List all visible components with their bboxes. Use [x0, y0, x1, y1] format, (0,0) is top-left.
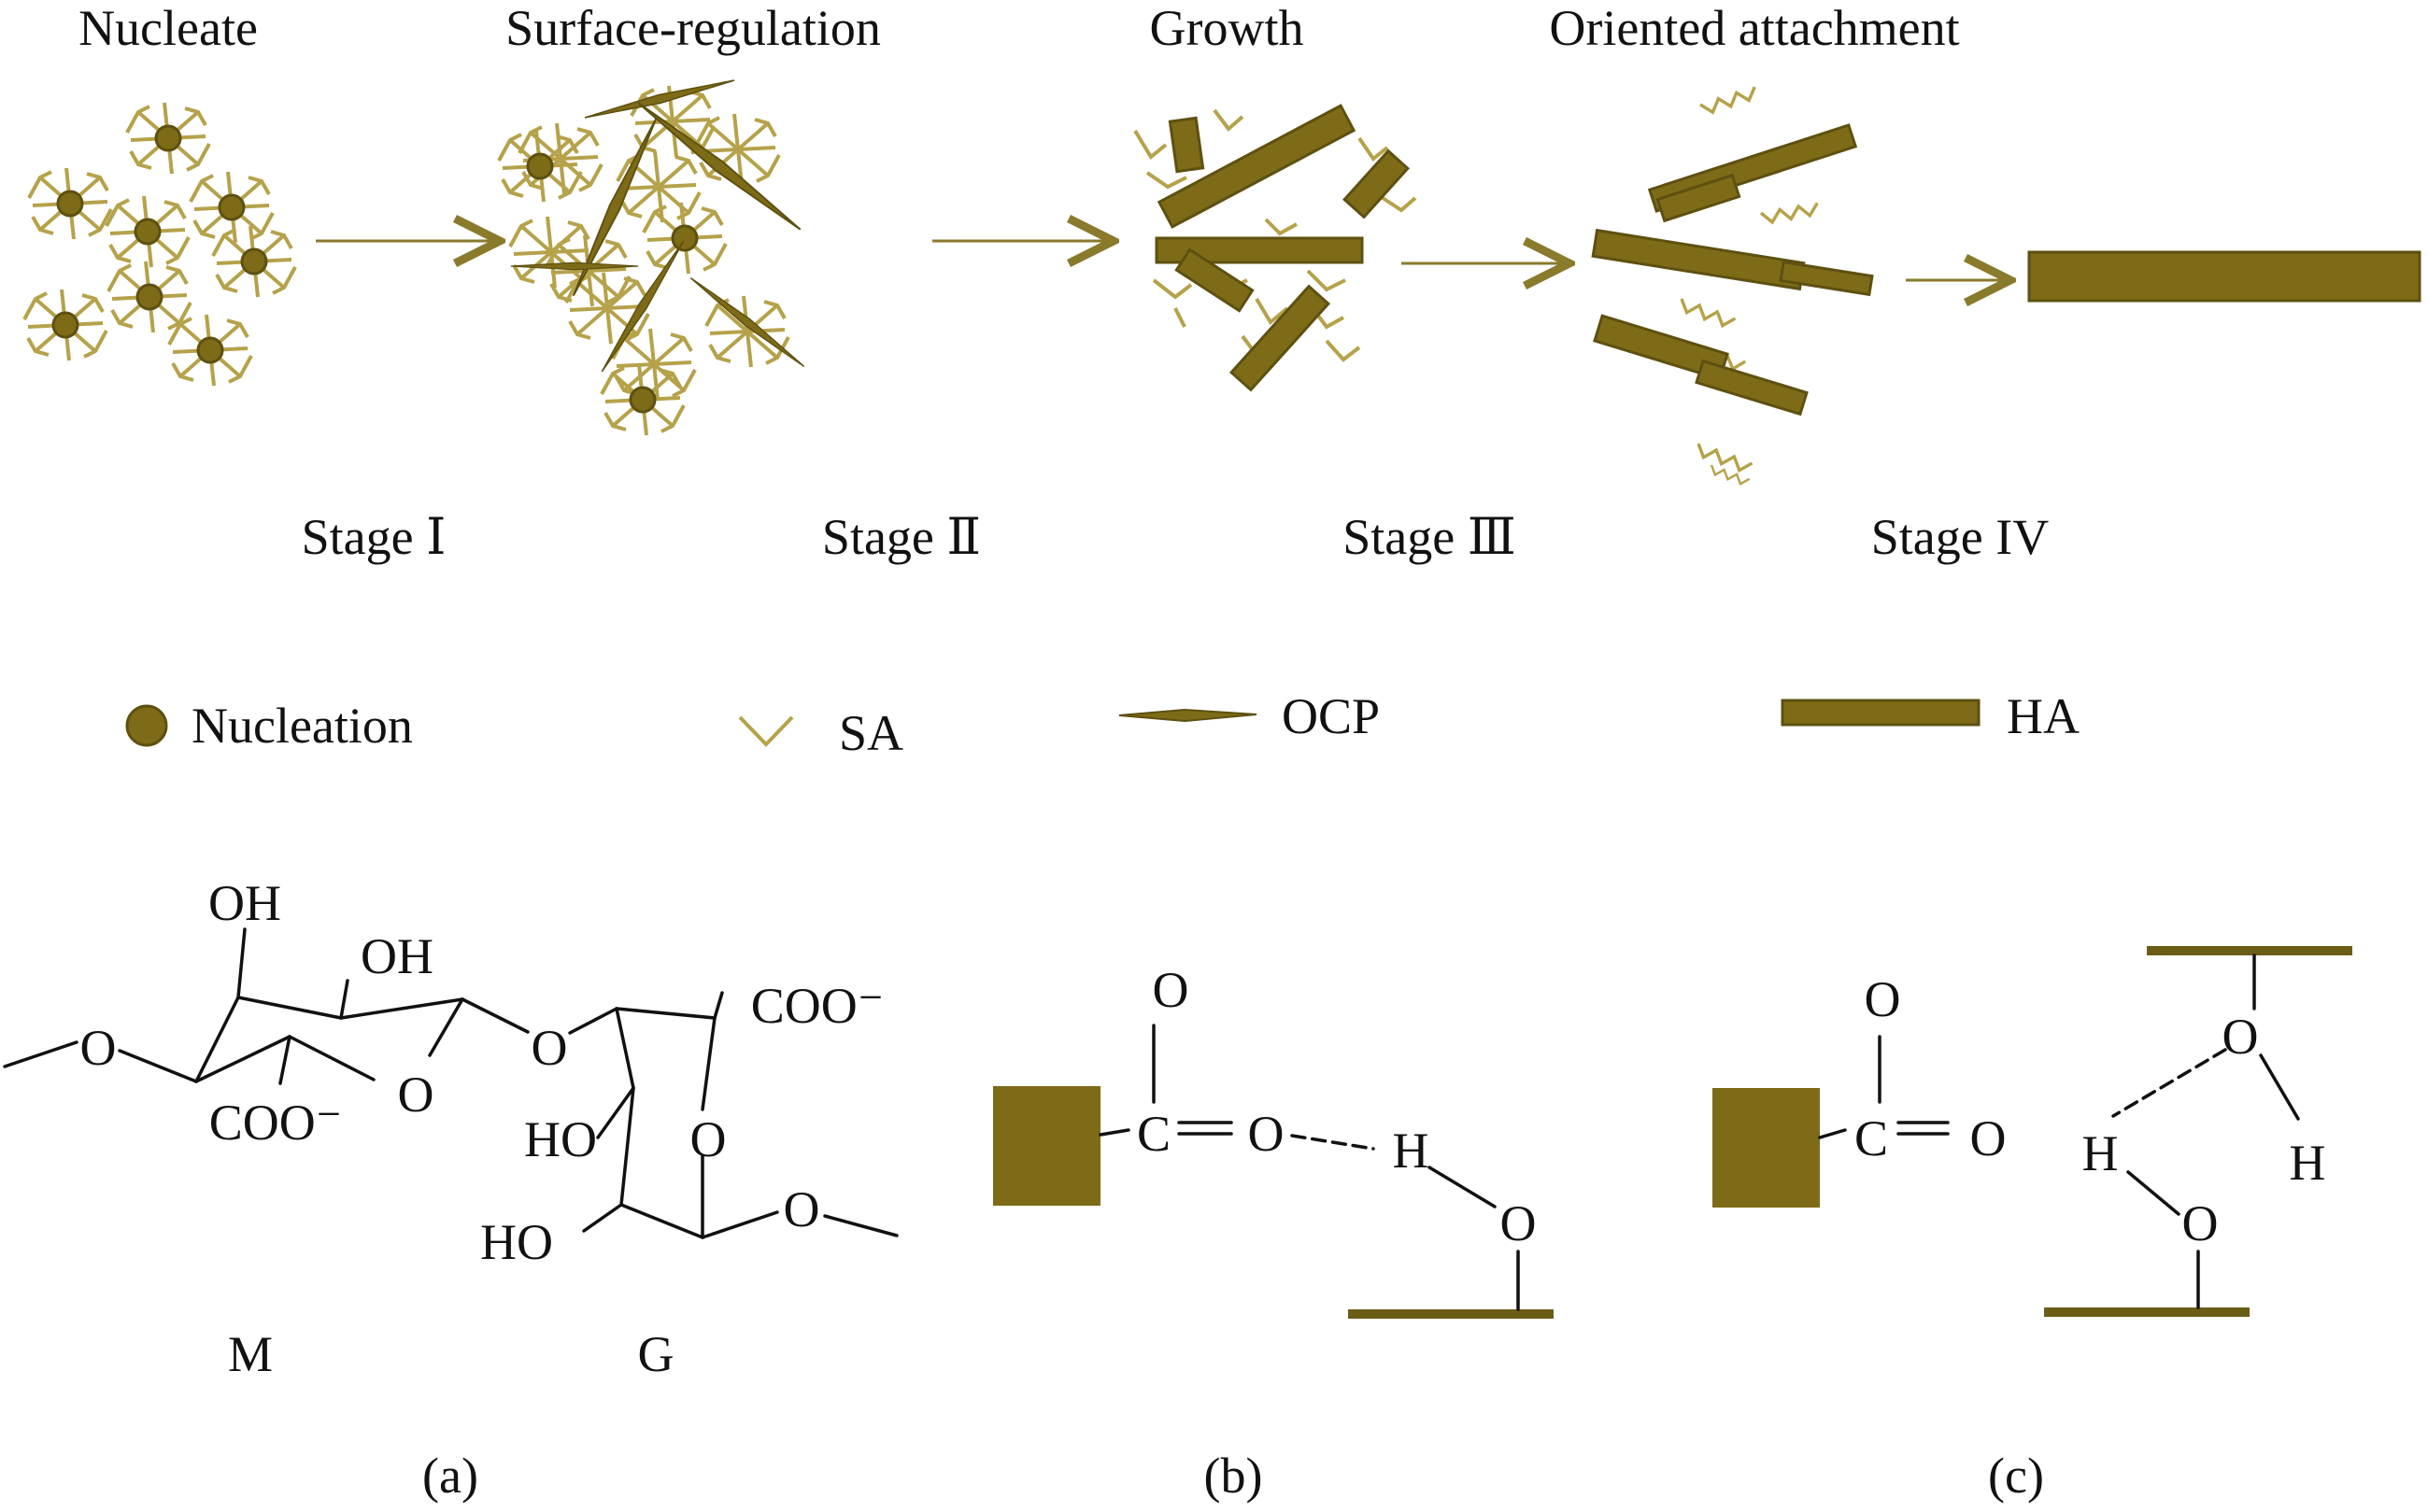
stage-2-label: Stage Ⅱ — [822, 509, 981, 565]
c-surface-bar-bottom — [2044, 1307, 2250, 1317]
c-c: C — [1854, 1110, 1888, 1166]
a-oh-2: OH — [361, 928, 433, 984]
a-o-ring-m: O — [398, 1067, 434, 1123]
a-caption: (a) — [422, 1448, 478, 1504]
a-oh-1: OH — [208, 875, 281, 931]
a-ho-1: HO — [524, 1111, 597, 1167]
stage-4-rods — [1591, 85, 1874, 488]
stage-1-nuclei — [24, 103, 295, 386]
b-o-top: O — [1153, 962, 1189, 1018]
b-o-bottom: O — [1500, 1195, 1537, 1251]
panel-c-structure: O C O O H H O (c) — [1712, 946, 2352, 1504]
stage-4-label: Stage IV — [1871, 509, 2049, 565]
legend-nucleation-label: Nucleation — [192, 698, 413, 754]
legend-sa-label: SA — [839, 705, 903, 761]
a-g-label: G — [638, 1326, 674, 1382]
c-ha-block — [1712, 1088, 1820, 1208]
stage-1-label: Stage Ⅰ — [302, 509, 447, 565]
b-o-mid: O — [1248, 1106, 1285, 1162]
title-surface-regulation: Surface-regulation — [505, 0, 881, 56]
b-h: H — [1393, 1123, 1429, 1179]
legend-sa-marker — [738, 715, 794, 747]
a-o-bridge: O — [532, 1020, 568, 1076]
a-o-left: O — [80, 1020, 117, 1076]
legend-ha-marker — [1781, 699, 1981, 727]
legend-ocp-label: OCP — [1282, 688, 1380, 744]
legend-ocp-marker — [1118, 708, 1257, 723]
a-m-label: M — [228, 1326, 273, 1382]
c-o-top: O — [1865, 971, 1901, 1027]
c-surface-bar-top — [2147, 946, 2352, 955]
b-surface-bar — [1348, 1309, 1554, 1319]
legend: Nucleation SA OCP HA — [125, 688, 2080, 761]
a-ho-2: HO — [480, 1214, 553, 1270]
a-coo-top: COO⁻ — [751, 978, 885, 1034]
legend-ha-label: HA — [2007, 688, 2080, 744]
a-o-right: O — [784, 1181, 820, 1237]
stage-2-cluster — [499, 75, 807, 435]
title-nucleate: Nucleate — [78, 0, 258, 56]
c-caption: (c) — [1988, 1448, 2044, 1504]
b-c: C — [1137, 1106, 1171, 1162]
a-coo-bottom: COO⁻ — [209, 1095, 343, 1151]
panel-a-structure: OH OH COO⁻ COO⁻ O O O O O HO HO M G (a) — [3, 875, 899, 1504]
c-o-upper: O — [2222, 1009, 2259, 1065]
b-caption: (b) — [1204, 1448, 1263, 1504]
legend-nucleation-marker — [125, 704, 168, 747]
title-oriented-attachment: Oriented attachment — [1549, 0, 1959, 56]
final-ha-rod — [2027, 250, 2421, 303]
c-o-lower: O — [2182, 1195, 2219, 1251]
c-h-right: H — [2290, 1135, 2326, 1191]
panel-b-structure: O C O H O (b) — [993, 962, 1554, 1504]
a-o-ring-g: O — [690, 1111, 727, 1167]
stage-3-label: Stage Ⅲ — [1342, 509, 1516, 565]
title-growth: Growth — [1150, 0, 1304, 56]
stage-3-rods — [1133, 104, 1417, 392]
c-o-right: O — [1970, 1110, 2007, 1166]
b-ha-block — [993, 1086, 1100, 1206]
c-h-left: H — [2082, 1125, 2119, 1181]
